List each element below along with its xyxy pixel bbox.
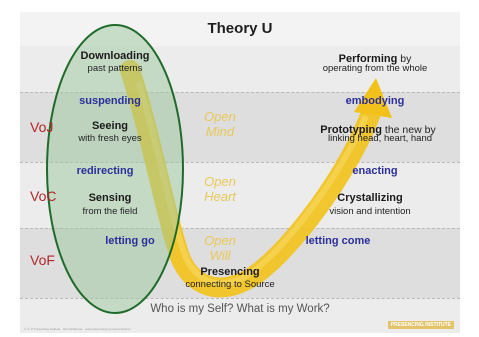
downloading-sub: past patterns <box>87 63 143 74</box>
performing-by: by <box>397 53 412 65</box>
seeing-sub: with fresh eyes <box>78 133 142 144</box>
self-work-question: Who is my Self? What is my Work? <box>150 303 330 315</box>
embodying-label: embodying <box>345 95 405 107</box>
open-will-line1: Open <box>204 233 236 248</box>
theory-u-slide: Theory U Downloading past patterns suspe… <box>20 12 460 333</box>
license-footer: © ① ⊜ Presencing Institute · Otto Scharm… <box>24 327 131 331</box>
prototyping-sub: linking head, heart, hand <box>327 133 433 144</box>
letting-go-label: letting go <box>105 235 155 247</box>
sensing-sub: from the field <box>82 206 138 217</box>
sensing-label: Sensing <box>88 192 132 204</box>
presencing-label: Presencing <box>200 266 260 278</box>
prototyping-line: Prototyping the new by <box>298 120 458 138</box>
presencing-institute-logo: PRESENCING INSTITUTE <box>387 321 454 329</box>
redirecting-label: redirecting <box>76 165 134 177</box>
voice-of-fear-label: VoF <box>30 252 55 268</box>
prototyping-rest: the new by <box>382 124 436 136</box>
slide-title: Theory U <box>207 20 273 37</box>
enacting-label: enacting <box>352 165 398 177</box>
voice-of-judgment-label: VoJ <box>30 119 54 135</box>
open-will-line2: Will <box>209 248 231 263</box>
left-side-highlight-ellipse <box>46 24 184 314</box>
crystallizing-sub: vision and intention <box>329 206 411 217</box>
prototyping-label: Prototyping <box>320 124 382 136</box>
performing-sub: operating from the whole <box>322 63 428 74</box>
performing-label: Performing <box>338 53 398 65</box>
open-heart-line1: Open <box>204 174 236 189</box>
open-heart-line2: Heart <box>204 189 236 204</box>
seeing-label: Seeing <box>91 120 129 132</box>
open-mind-line2: Mind <box>205 124 235 139</box>
u-curve-graphic <box>46 24 392 314</box>
performing-line: Performing by <box>300 49 450 67</box>
crystallizing-label: Crystallizing <box>337 192 403 204</box>
voice-of-cynicism-label: VoC <box>30 188 57 204</box>
letting-come-label: letting come <box>305 235 371 247</box>
presencing-sub: connecting to Source <box>185 279 275 290</box>
open-mind-line1: Open <box>204 109 236 124</box>
downloading-label: Downloading <box>80 50 150 62</box>
u-arrowhead <box>354 78 392 118</box>
suspending-label: suspending <box>79 95 141 107</box>
